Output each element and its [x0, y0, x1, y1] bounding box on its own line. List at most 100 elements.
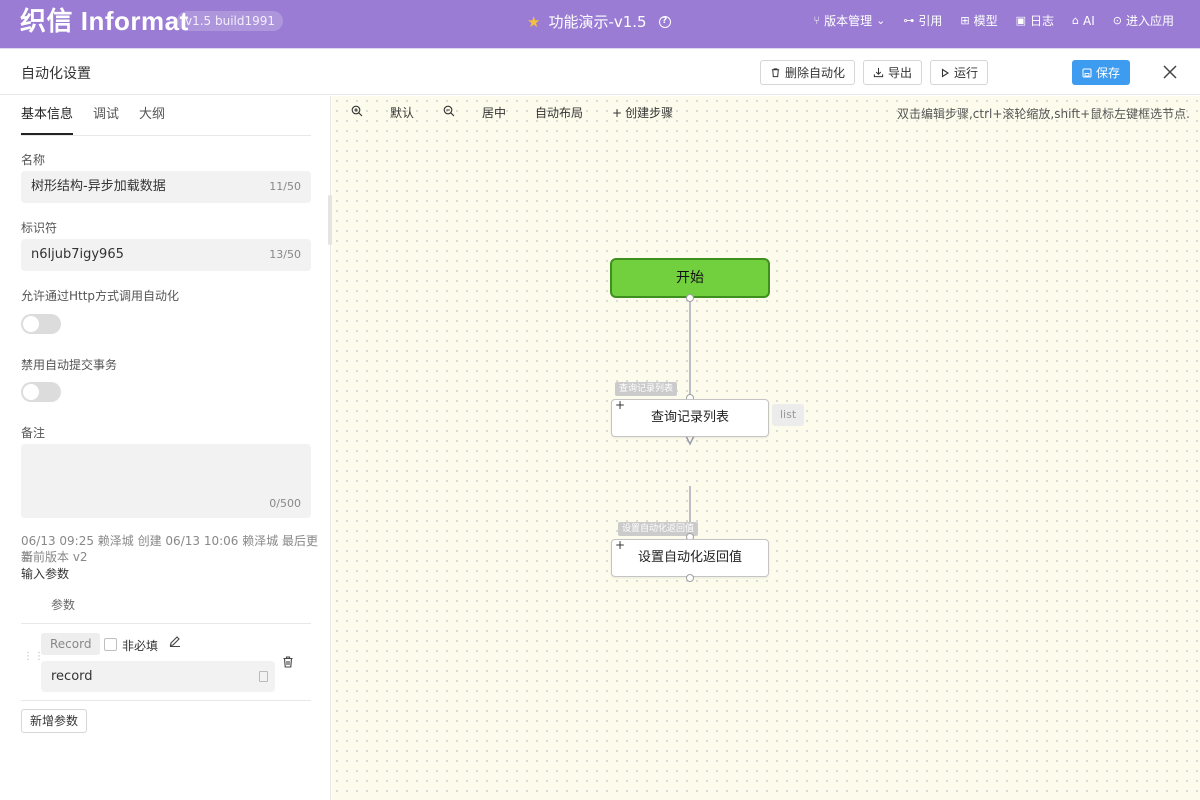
query-node-label: 查询记录列表 — [650, 410, 729, 425]
optional-label: 非必填 — [122, 639, 159, 653]
tab-debug[interactable]: 调试 — [93, 107, 120, 122]
dialog-title: 自动化设置 — [21, 66, 91, 82]
return-node-label: 设置自动化返回值 — [637, 550, 742, 565]
dialog-header: 自动化设置 删除自动化 导出 运行 保存 — [0, 49, 1200, 95]
name-input[interactable]: 树形结构-异步加载数据 11/50 — [21, 171, 311, 203]
http-call-toggle[interactable] — [21, 314, 61, 334]
query-records-node[interactable]: + 查询记录列表 — [611, 398, 769, 437]
create-step-button[interactable]: + 创建步骤 — [612, 105, 673, 121]
current-version: 当前版本 v2 — [21, 550, 88, 564]
tab-basic-info[interactable]: 基本信息 — [21, 96, 74, 135]
nav-label: 进入应用 — [1125, 14, 1174, 28]
app-header: 织信 Informat v1.5 build1991 ★ 功能演示-v1.5 ?… — [0, 0, 1200, 48]
nav-model[interactable]: ⊞ 模型 — [960, 13, 997, 29]
chevron-down-icon: ⌄ — [876, 14, 886, 27]
return-node-output-port[interactable] — [686, 574, 694, 582]
param-name-value: record — [51, 669, 93, 684]
remark-textarea[interactable]: 0/500 — [21, 444, 311, 518]
image-icon: ▣ — [1015, 14, 1027, 27]
field-icon — [259, 671, 268, 682]
delete-automation-button[interactable]: 删除自动化 — [760, 60, 856, 85]
save-label: 保存 — [1096, 66, 1121, 80]
params-table-header: 参数 — [21, 586, 311, 624]
drag-handle-icon[interactable]: ⋮⋮ — [23, 651, 45, 662]
name-value: 树形结构-异步加载数据 — [31, 179, 166, 194]
nav-label: 日志 — [1030, 14, 1055, 28]
auto-layout-button[interactable]: 自动布局 — [535, 106, 584, 120]
nav-label: 引用 — [918, 14, 943, 28]
param-type-tag[interactable]: Record — [41, 633, 101, 655]
audit-info: 06/13 09:25 赖泽城 创建 06/13 10:06 赖泽城 最后更新 — [21, 534, 319, 564]
params-header-label: 参数 — [51, 598, 76, 612]
settings-panel: 基本信息 调试 大纲 名称 树形结构-异步加载数据 11/50 标识符 n6lj… — [0, 96, 331, 800]
zoom-in-icon — [351, 105, 363, 117]
version-badge: v1.5 build1991 — [177, 11, 284, 31]
identifier-char-count: 13/50 — [269, 248, 301, 261]
edit-icon[interactable] — [168, 634, 182, 648]
tab-outline[interactable]: 大纲 — [139, 107, 166, 122]
enter-icon: ⊙ — [1112, 14, 1122, 27]
export-icon — [873, 67, 884, 78]
run-button[interactable]: 运行 — [930, 60, 989, 85]
disable-auto-commit-toggle[interactable] — [21, 382, 61, 402]
zoom-out-button[interactable] — [443, 105, 455, 117]
app-title[interactable]: ★ 功能演示-v1.5 ? — [527, 12, 671, 32]
run-label: 运行 — [954, 66, 979, 80]
nav-reference[interactable]: ⊶ 引用 — [903, 13, 942, 29]
table-icon: ⊞ — [960, 14, 970, 27]
zoom-out-icon — [443, 105, 455, 117]
disable-auto-commit-label: 禁用自动提交事务 — [21, 358, 118, 372]
center-button[interactable]: 居中 — [482, 106, 507, 120]
automation-settings-dialog: 自动化设置 删除自动化 导出 运行 保存 基本信息 调试 大纲 名称 树形结构-… — [0, 48, 1200, 800]
remark-label: 备注 — [21, 426, 46, 440]
param-name-input[interactable]: record — [41, 661, 275, 692]
brand-logo[interactable]: 织信 Informat — [20, 6, 189, 36]
remark-char-count: 0/500 — [269, 497, 301, 510]
name-char-count: 11/50 — [269, 180, 301, 193]
zoom-default-button[interactable]: 默认 — [390, 106, 415, 120]
http-call-label: 允许通过Http方式调用自动化 — [21, 289, 180, 303]
start-node-output-port[interactable] — [686, 294, 694, 302]
nav-label: 版本管理 — [824, 14, 873, 28]
star-icon: ★ — [527, 13, 541, 31]
create-step-label: 创建步骤 — [625, 106, 674, 120]
flow-canvas[interactable]: 默认 居中 自动布局 + 创建步骤 双击编辑步骤,ctrl+滚轮缩放,shift… — [332, 96, 1200, 800]
save-icon — [1082, 68, 1092, 77]
export-label: 导出 — [888, 66, 913, 80]
settings-tabs: 基本信息 调试 大纲 — [21, 96, 311, 136]
zoom-in-button[interactable] — [351, 105, 363, 117]
add-param-button[interactable]: 新增参数 — [21, 709, 88, 733]
trash-icon — [771, 68, 780, 78]
identifier-label: 标识符 — [21, 221, 58, 235]
close-icon[interactable] — [1160, 62, 1180, 82]
canvas-hint: 双击编辑步骤,ctrl+滚轮缩放,shift+鼠标左键框选节点. — [896, 107, 1190, 121]
add-step-icon[interactable]: + — [615, 538, 626, 552]
query-node-tag: 查询记录列表 — [615, 382, 678, 396]
flow-edges — [683, 299, 697, 580]
start-node[interactable]: 开始 — [610, 258, 770, 298]
save-button[interactable]: 保存 — [1072, 60, 1131, 85]
nav-log[interactable]: ▣ 日志 — [1016, 13, 1054, 29]
optional-checkbox[interactable] — [104, 638, 117, 651]
param-row: ⋮⋮ Record 非必填 record — [21, 624, 311, 701]
identifier-value: n6ljub7igy965 — [31, 247, 124, 262]
nav-version-management[interactable]: ⑂ 版本管理 ⌄ — [814, 13, 886, 29]
nav-label: 模型 — [973, 14, 998, 28]
set-return-value-node[interactable]: + 设置自动化返回值 — [611, 538, 769, 577]
export-button[interactable]: 导出 — [863, 60, 923, 85]
nav-label: AI — [1083, 14, 1095, 28]
app-title-text: 功能演示-v1.5 — [548, 13, 647, 31]
nav-ai[interactable]: ⌂ AI — [1072, 13, 1095, 29]
panel-resize-handle[interactable] — [328, 195, 333, 245]
delete-automation-label: 删除自动化 — [785, 66, 846, 80]
ai-icon: ⌂ — [1072, 14, 1080, 27]
add-step-icon[interactable]: + — [615, 398, 626, 412]
delete-param-icon[interactable] — [281, 655, 295, 669]
identifier-input[interactable]: n6ljub7igy965 13/50 — [21, 239, 311, 271]
nav-enter-app[interactable]: ⊙ 进入应用 — [1113, 13, 1174, 29]
help-icon[interactable]: ? — [658, 16, 671, 28]
query-node-output-tag: list — [772, 404, 805, 426]
name-label: 名称 — [21, 153, 46, 167]
top-nav: ⑂ 版本管理 ⌄ ⊶ 引用 ⊞ 模型 ▣ 日志 ⌂ AI ⊙ 进入应用 — [814, 13, 1174, 29]
play-icon — [941, 67, 950, 78]
